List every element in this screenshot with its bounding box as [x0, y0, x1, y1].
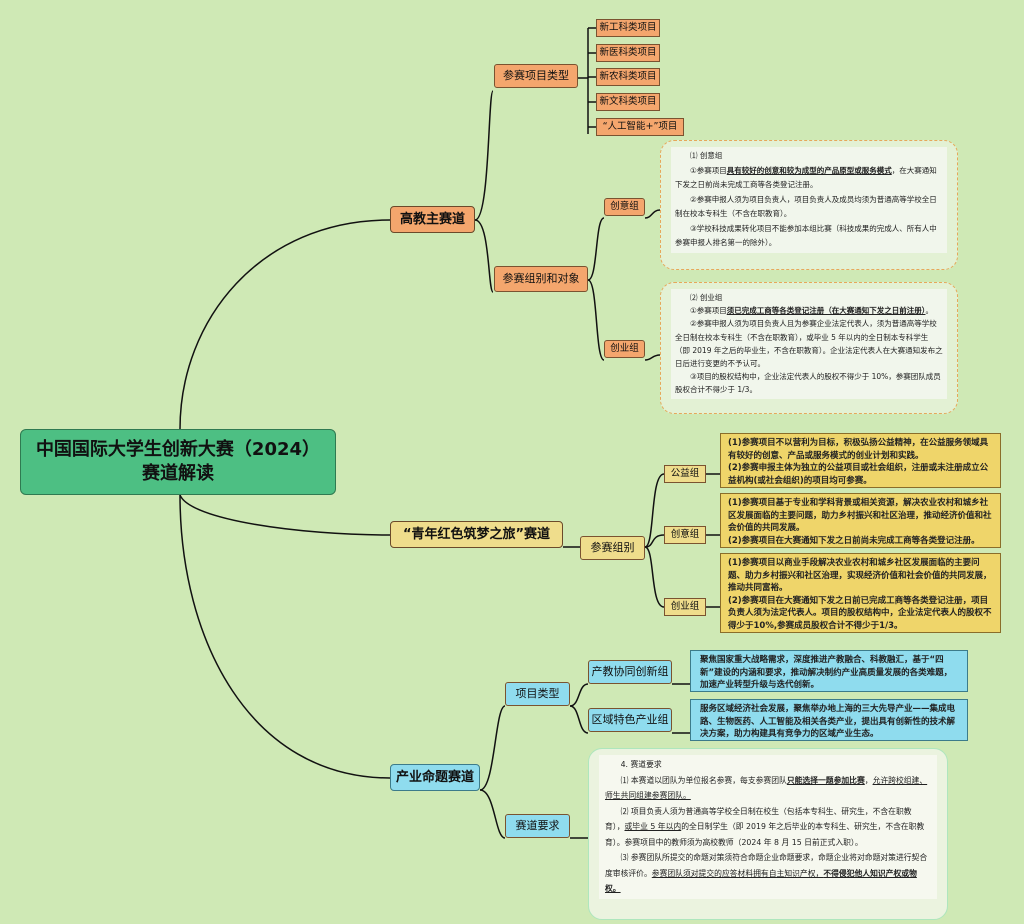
industry-types: 项目类型: [505, 682, 570, 706]
branch-youth: “青年红色筑梦之旅”赛道: [390, 521, 563, 548]
root-topic: 中国国际大学生创新大赛（2024） 赛道解读: [20, 429, 336, 495]
higher-startup: 创业组: [604, 340, 645, 358]
creative-rule-2: ②参赛申报人须为项目负责人，项目负责人及成员均须为普通高等学校全日制在校本专科生…: [675, 194, 937, 219]
higher-groups: 参赛组别和对象: [494, 266, 588, 292]
youth-groups: 参赛组别: [580, 536, 645, 560]
industry-req-detail: 4. 赛道要求 ⑴ 本赛道以团队为单位报名参赛，每支参赛团队只能选择一题参加比赛…: [588, 748, 948, 920]
higher-types-label: 参赛项目类型: [503, 69, 569, 82]
link-higher-types: [474, 90, 494, 221]
higher-groups-label: 参赛组别和对象: [502, 272, 580, 285]
youth-startup: 创业组: [664, 598, 706, 616]
req-title: 4. 赛道要求: [620, 760, 662, 769]
creative-rule-1: ①参赛项目具有较好的创意和较为成型的产品原型或服务模式，在大赛通知下发之日前尚未…: [675, 165, 937, 190]
youth-creative-detail: (1)参赛项目基于专业和学科背景或相关资源，解决农业农村和城乡社区发展面临的主要…: [720, 493, 1001, 548]
youth-creative-line-2: (2)参赛项目在大赛通知下发之日前尚未完成工商等各类登记注册。: [728, 535, 980, 546]
youth-public-detail: (1)参赛项目不以营利为目标，积极弘扬公益精神，在公益服务领域具有较好的创意、产…: [720, 433, 1001, 488]
link-root-higher: [179, 219, 391, 430]
req-rule-1: ⑴ 本赛道以团队为单位报名参赛，每支参赛团队只能选择一题参加比赛，允许跨校组建、…: [605, 775, 928, 801]
creative-title: ⑴ 创意组: [690, 151, 723, 160]
higher-creative: 创意组: [604, 198, 645, 216]
type-agriculture: 新农科类项目: [596, 68, 660, 86]
root-title-line1: 中国国际大学生创新大赛（2024）: [35, 439, 321, 460]
link-higher-groups: [474, 219, 494, 293]
branch-higher-ed: 高教主赛道: [390, 206, 475, 233]
type-ai-plus: “人工智能+”项目: [596, 118, 684, 136]
req-rule-2: ⑵ 项目负责人须为普通高等学校全日制在校生（包括本专科生、研究生，不含在职教育）…: [605, 806, 925, 847]
root-title-line2: 赛道解读: [142, 463, 214, 484]
type-engineering: 新工科类项目: [596, 19, 660, 37]
branch-higher-ed-label: 高教主赛道: [399, 212, 465, 227]
creative-rule-3: ③学校科技成果转化项目不能参加本组比赛（科技成果的完成人、所有人中参赛申报人排名…: [675, 223, 937, 248]
industry-regional: 区域特色产业组: [588, 708, 672, 732]
youth-creative: 创意组: [664, 526, 706, 544]
youth-groups-label: 参赛组别: [590, 541, 635, 554]
youth-creative-line-1: (1)参赛项目基于专业和学科背景或相关资源，解决农业农村和城乡社区发展面临的主要…: [728, 498, 992, 533]
industry-regional-detail: 服务区域经济社会发展，聚焦举办地上海的三大先导产业——集成电路、生物医药、人工智…: [690, 699, 968, 741]
youth-startup-detail: (1)参赛项目以商业手段解决农业农村和城乡社区发展面临的主要问题、助力乡村振兴和…: [720, 553, 1001, 633]
higher-creative-detail: ⑴ 创意组 ①参赛项目具有较好的创意和较为成型的产品原型或服务模式，在大赛通知下…: [660, 140, 958, 270]
link-root-industry: [179, 494, 391, 779]
startup-rule-3: ③项目的股权结构中，企业法定代表人的股权不得少于 10%，参赛团队成员股权合计不…: [675, 372, 941, 395]
startup-rule-1: ①参赛项目须已完成工商等各类登记注册（在大赛通知下发之日前注册）。: [690, 306, 933, 316]
higher-startup-detail: ⑵ 创业组 ①参赛项目须已完成工商等各类登记注册（在大赛通知下发之日前注册）。 …: [660, 282, 958, 414]
branch-industry-label: 产业命题赛道: [395, 770, 474, 785]
youth-startup-line-2: (2)参赛项目在大赛通知下发之日前已完成工商等各类登记注册，项目负责人须为法定代…: [728, 595, 992, 631]
branch-youth-label: “青年红色筑梦之旅”赛道: [402, 527, 551, 542]
branch-industry: 产业命题赛道: [390, 764, 480, 791]
link-root-youth: [179, 494, 391, 536]
youth-public-line-1: (1)参赛项目不以营利为目标，积极弘扬公益精神，在公益服务领域具有较好的创意、产…: [728, 438, 989, 461]
industry-collab-detail: 聚焦国家重大战略需求，深度推进产教融合、科教融汇，基于“四新”建设的内涵和要求，…: [690, 650, 968, 692]
type-medical: 新医科类项目: [596, 44, 660, 62]
youth-public-line-2: (2)参赛申报主体为独立的公益项目或社会组织，注册或未注册成立公益机构(或社会组…: [728, 463, 989, 486]
type-liberal-arts: 新文科类项目: [596, 93, 660, 111]
industry-collab: 产教协同创新组: [588, 660, 672, 684]
industry-req: 赛道要求: [505, 814, 570, 838]
youth-public: 公益组: [664, 465, 706, 483]
startup-rule-2: ②参赛申报人须为项目负责人且为参赛企业法定代表人，须为普通高等学校全日制在校本专…: [675, 319, 943, 369]
youth-startup-line-1: (1)参赛项目以商业手段解决农业农村和城乡社区发展面临的主要问题、助力乡村振兴和…: [728, 558, 992, 593]
startup-title: ⑵ 创业组: [690, 293, 723, 302]
req-rule-3: ⑶ 参赛团队所提交的命题对策须符合命题企业命题要求，命题企业将对命题对策进行契合…: [605, 853, 928, 893]
industry-req-label: 赛道要求: [515, 819, 560, 832]
industry-types-label: 项目类型: [515, 687, 560, 700]
higher-types: 参赛项目类型: [494, 64, 578, 88]
